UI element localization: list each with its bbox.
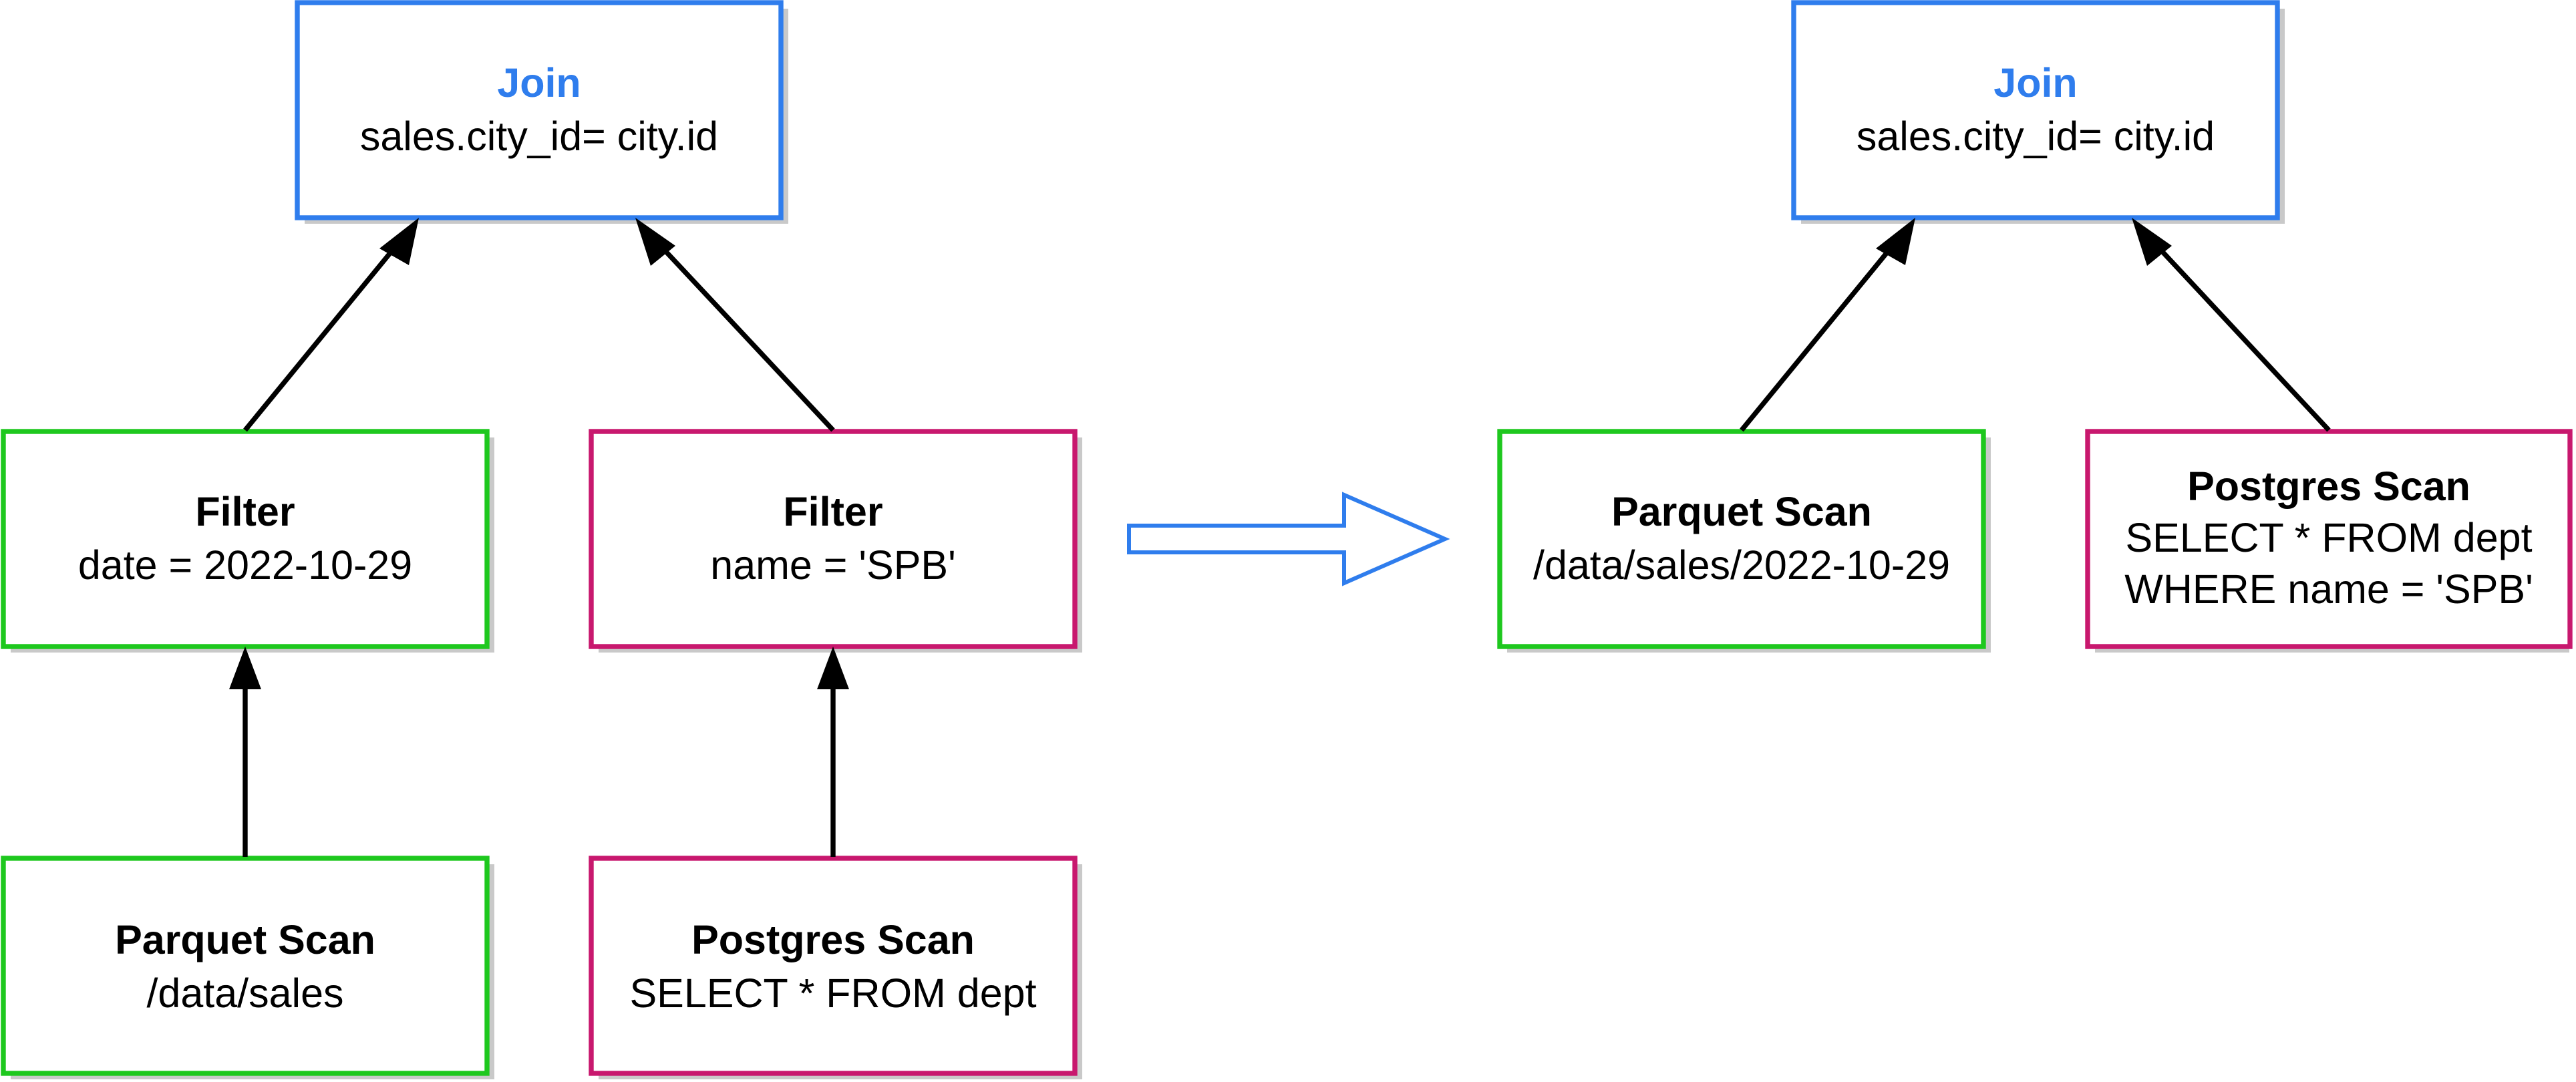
node-border: [1791, 0, 2280, 220]
node-detail: /data/sales/2022-10-29: [1533, 542, 1950, 588]
edge-postgres-scan-to-join: [2132, 218, 2331, 432]
after-plan: Join sales.city_id= city.id Parquet Scan…: [1497, 0, 2573, 653]
node-border: [2085, 429, 2573, 649]
node-title: Postgres Scan: [691, 917, 975, 962]
node-border: [589, 856, 1078, 1076]
transform-arrow-icon: [1127, 492, 1450, 586]
node-border: [1, 856, 490, 1076]
before-filter-dept-node: Filter name = 'SPB': [589, 429, 1082, 653]
after-parquet-scan-node: Parquet Scan /data/sales/2022-10-29: [1497, 429, 1991, 653]
after-join-node: Join sales.city_id= city.id: [1791, 0, 2285, 224]
node-title: Parquet Scan: [115, 917, 375, 962]
arrowhead-icon: [379, 218, 419, 265]
edge-parquet-scan-to-filter: [229, 647, 261, 857]
node-title: Join: [497, 60, 581, 106]
edge-line: [1740, 240, 1897, 432]
node-detail: /data/sales: [146, 970, 343, 1016]
before-plan: Join sales.city_id= city.id Filter date …: [1, 0, 1082, 1079]
node-border: [589, 429, 1078, 649]
edge-line: [655, 240, 835, 432]
edge-filter-dept-to-join: [635, 218, 835, 432]
edge-filter-sales-to-join: [243, 218, 419, 432]
before-postgres-scan-node: Postgres Scan SELECT * FROM dept: [589, 856, 1082, 1079]
before-join-node: Join sales.city_id= city.id: [295, 0, 788, 224]
node-detail: SELECT * FROM dept: [2125, 515, 2532, 560]
node-title: Parquet Scan: [1611, 489, 1872, 534]
arrowhead-icon: [1876, 218, 1915, 265]
arrowhead-icon: [2132, 218, 2172, 266]
node-detail: sales.city_id= city.id: [360, 114, 718, 159]
node-detail: SELECT * FROM dept: [629, 970, 1036, 1016]
node-border: [1497, 429, 1986, 649]
node-title: Postgres Scan: [2187, 464, 2470, 509]
before-parquet-scan-node: Parquet Scan /data/sales: [1, 856, 494, 1079]
arrowhead-icon: [229, 647, 261, 689]
node-detail: WHERE name = 'SPB': [2124, 566, 2533, 612]
node-title: Join: [1993, 60, 2077, 106]
edge-parquet-scan-to-join: [1740, 218, 1915, 432]
node-detail: date = 2022-10-29: [78, 542, 412, 588]
node-detail: sales.city_id= city.id: [1857, 114, 2215, 159]
node-title: Filter: [195, 489, 295, 534]
edge-line: [2152, 240, 2331, 432]
node-detail: name = 'SPB': [710, 542, 955, 588]
node-title: Filter: [783, 489, 882, 534]
arrowhead-icon: [635, 218, 675, 266]
after-postgres-scan-node: Postgres Scan SELECT * FROM dept WHERE n…: [2085, 429, 2573, 653]
node-border: [1, 429, 490, 649]
before-filter-sales-node: Filter date = 2022-10-29: [1, 429, 494, 653]
edge-line: [243, 240, 401, 432]
arrowhead-icon: [817, 647, 849, 689]
edge-postgres-scan-to-filter: [817, 647, 849, 857]
node-border: [295, 0, 784, 220]
